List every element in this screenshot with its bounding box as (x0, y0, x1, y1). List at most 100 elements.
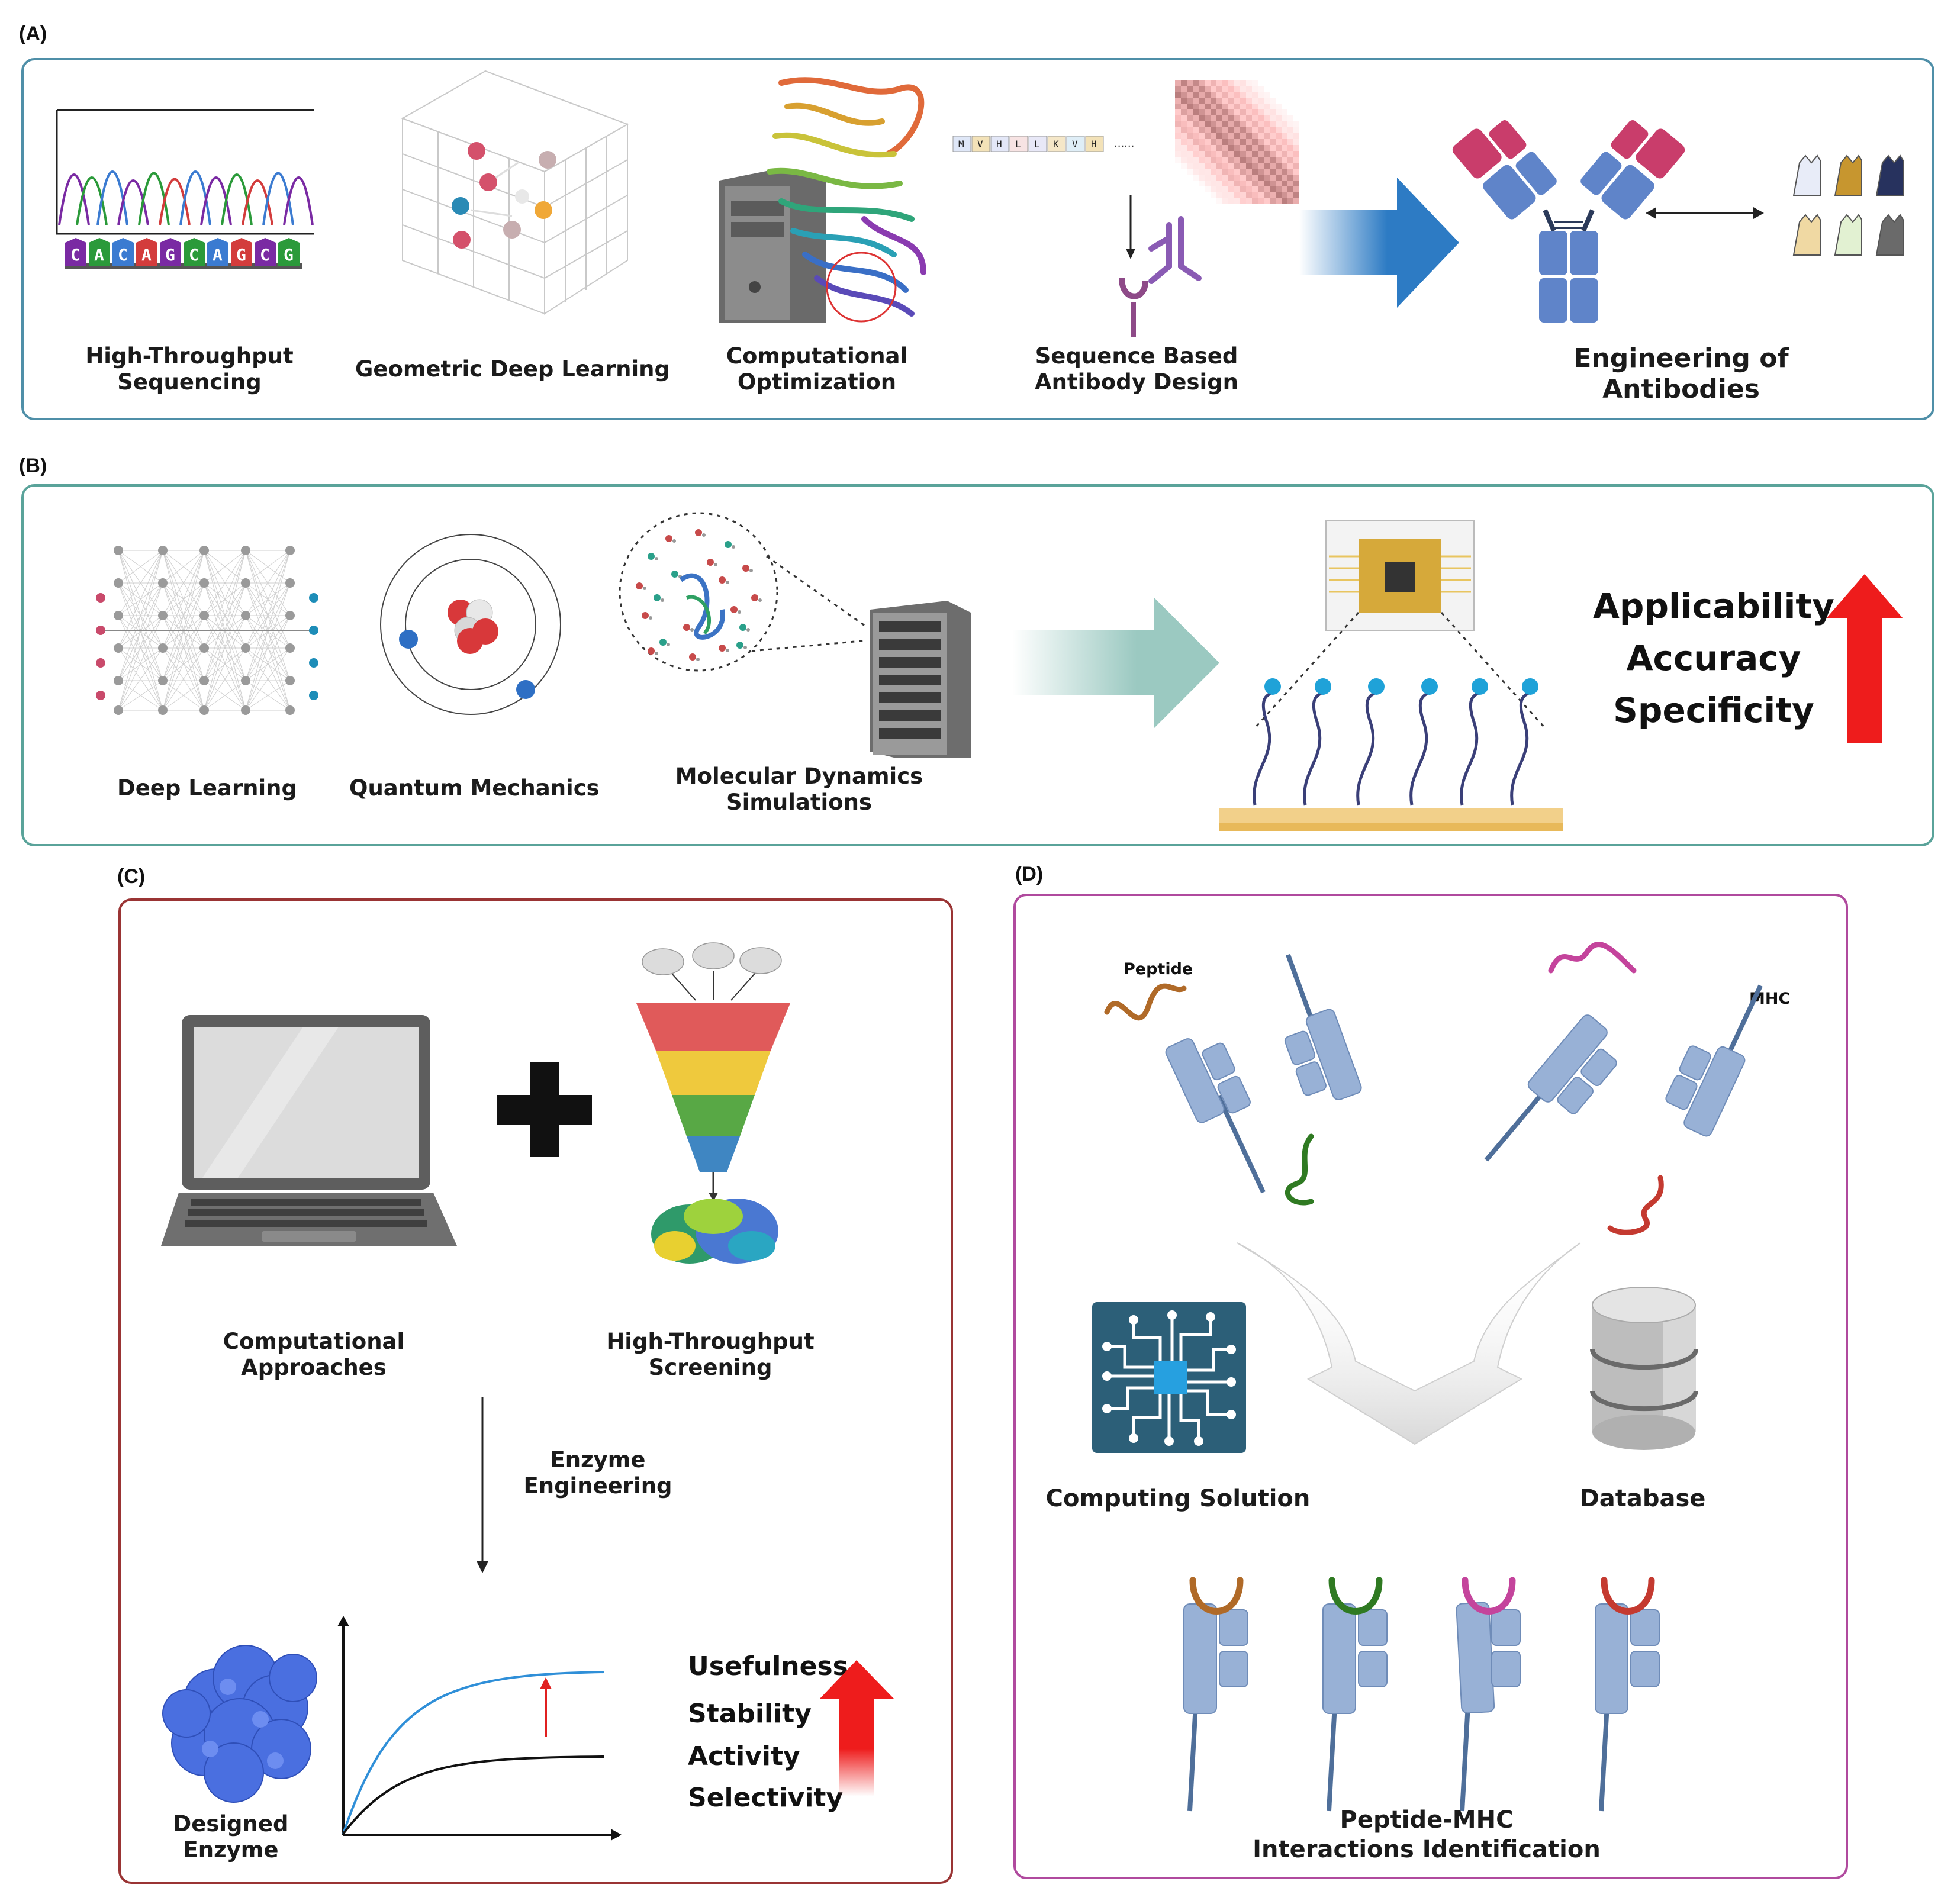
heatmap-cell (1175, 127, 1181, 133)
heatmap-cell (1258, 151, 1264, 157)
md-particle (659, 639, 667, 646)
heatmap-cell (1216, 192, 1222, 198)
heatmap-cell (1187, 127, 1193, 133)
probe-strand (1303, 685, 1326, 806)
heatmap-cell (1287, 104, 1293, 109)
md-particle (642, 612, 649, 619)
heatmap-cell (1181, 98, 1187, 104)
dna-base-block (255, 238, 276, 266)
heatmap-cell (1252, 133, 1258, 139)
heatmap-cell (1234, 186, 1240, 192)
heatmap-cell (1205, 175, 1211, 181)
md-particle-h (643, 587, 646, 590)
nn-hidden-node (114, 611, 123, 620)
heatmap-cell (1240, 151, 1246, 157)
heatmap-cell (1270, 175, 1276, 181)
heatmap-cell (1234, 121, 1240, 127)
heatmap-cell (1293, 192, 1299, 198)
dna-base-letter: G (236, 245, 246, 265)
heatmap-cell (1252, 86, 1258, 92)
heatmap-cell (1282, 98, 1287, 104)
heatmap-cell (1193, 115, 1199, 121)
heatmap-cell (1181, 104, 1187, 109)
heatmap-cell (1282, 109, 1287, 115)
heatmap-cell (1270, 115, 1276, 121)
qm-label: Quantum Mechanics (349, 775, 600, 801)
heatmap-cell (1193, 198, 1199, 204)
heatmap-cell (1175, 109, 1181, 115)
mhc-alpha-chain (1595, 1603, 1628, 1714)
probe-target (1368, 678, 1385, 695)
dna-base-block (89, 238, 110, 266)
heatmap-cell (1234, 104, 1240, 109)
heatmap-cell (1228, 151, 1234, 157)
heatmap-cell (1175, 192, 1181, 198)
sequence-to-antibody-arrow (1126, 195, 1135, 259)
residue-letter: V (1072, 138, 1078, 150)
probe-target (1522, 678, 1538, 695)
result-label-line2: Interactions Identification (1253, 1836, 1601, 1863)
heatmap-cell (1270, 133, 1276, 139)
heatmap-cell (1264, 151, 1270, 157)
heatmap-cell (1187, 133, 1193, 139)
md-particle (719, 576, 726, 584)
heatmap-cell (1240, 92, 1246, 98)
heatmap-cell (1234, 86, 1240, 92)
nn-hidden-node (158, 676, 168, 685)
heatmap-cell (1287, 115, 1293, 121)
heatmap-cell (1205, 80, 1211, 86)
heatmap-cell (1181, 151, 1187, 157)
md-particle-h (738, 610, 741, 614)
heatmap-cell (1246, 145, 1252, 151)
nn-hidden-node (114, 643, 123, 653)
heatmap-cell (1276, 133, 1282, 139)
designed-enzyme-label-line2: Enzyme (183, 1837, 279, 1863)
heatmap-cell (1264, 98, 1270, 104)
heatmap-cell (1246, 133, 1252, 139)
heatmap-cell (1193, 192, 1199, 198)
heatmap-cell (1216, 133, 1222, 139)
nn-edge (118, 550, 163, 616)
heatmap-cell (1211, 127, 1216, 133)
heatmap-cell (1211, 98, 1216, 104)
md-particle-h (655, 557, 658, 560)
heatmap-cell (1193, 151, 1199, 157)
heatmap-cell (1258, 139, 1264, 145)
nn-hidden-node (199, 705, 209, 715)
nn-edge (118, 680, 163, 711)
heatmap-cell (1258, 157, 1264, 163)
heatmap-cell (1211, 115, 1216, 121)
heatmap-cell (1175, 181, 1181, 186)
peptide-mhc-scatter (1104, 942, 1763, 1235)
nn-hidden-node (158, 705, 168, 715)
heatmap-cell (1282, 198, 1287, 204)
heatmap-cell (1193, 181, 1199, 186)
nn-edge (118, 582, 163, 711)
heatmap-cell (1205, 169, 1211, 175)
nn-hidden-node (285, 643, 295, 653)
heatmap-cell (1228, 133, 1234, 139)
dna-base-letter: G (284, 245, 294, 265)
nn-hidden-node (199, 546, 209, 555)
heatmap-cell (1252, 175, 1258, 181)
mhc-stalk (1599, 1704, 1609, 1812)
heatmap-cell (1222, 175, 1228, 181)
nn-input-node (96, 593, 105, 603)
laptop-icon (161, 1015, 457, 1246)
hts-screening-label-line1: High-Throughput (606, 1329, 815, 1354)
dna-base-letter: A (141, 245, 152, 265)
heatmap-cell (1234, 109, 1240, 115)
bound-peptide (1601, 1577, 1655, 1615)
heatmap-cell (1234, 175, 1240, 181)
opt-label: Computational Optimization (698, 343, 935, 395)
heatmap-cell (1181, 175, 1187, 181)
heatmap-cell (1293, 186, 1299, 192)
md-particle (739, 624, 746, 631)
dl-label: Deep Learning (117, 775, 297, 801)
heatmap-cell (1181, 127, 1187, 133)
heatmap-cell (1293, 181, 1299, 186)
nn-edge (245, 647, 291, 711)
heatmap-cell (1240, 121, 1246, 127)
heatmap-cell (1293, 163, 1299, 169)
